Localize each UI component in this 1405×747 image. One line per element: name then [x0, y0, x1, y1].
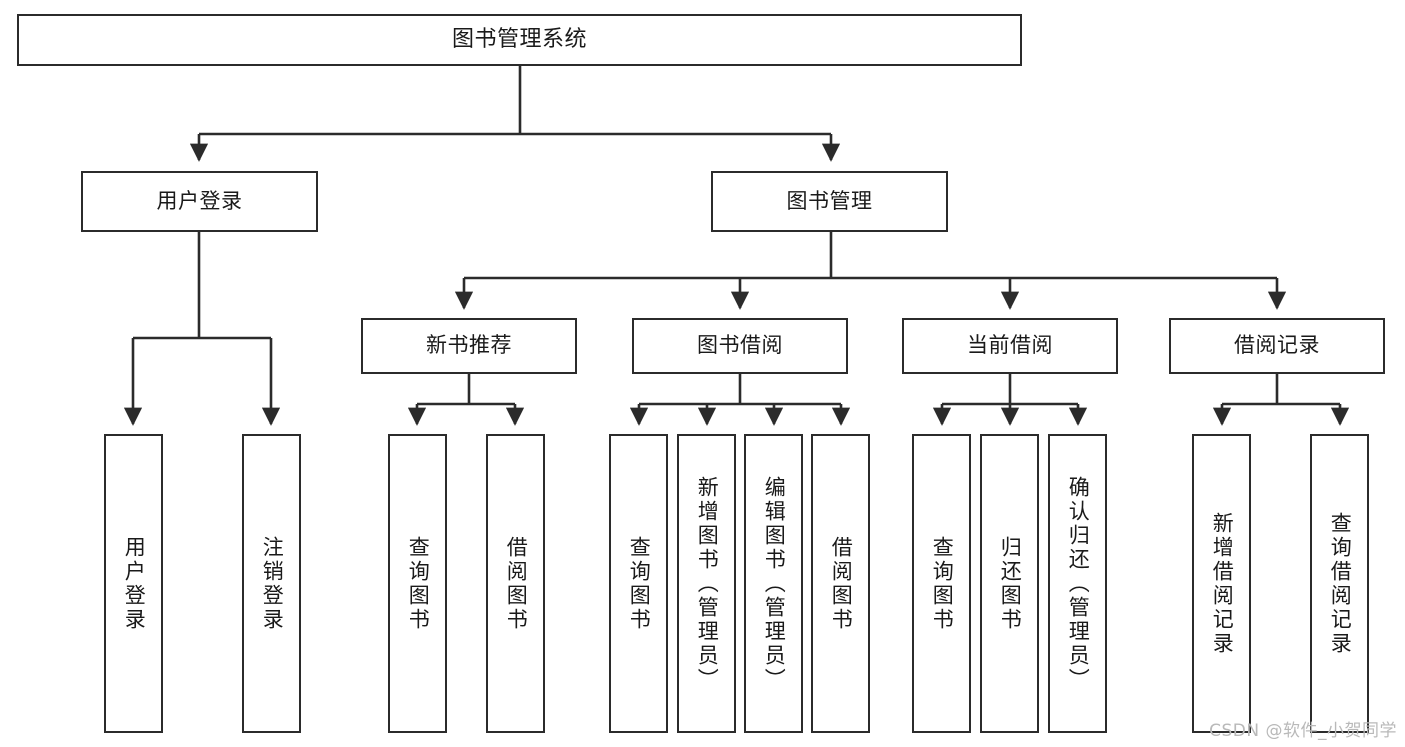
node-label: 查询借阅记录	[1328, 511, 1353, 656]
node-borrow-record[interactable]: 借阅记录	[1169, 318, 1385, 374]
node-current-borrow[interactable]: 当前借阅	[902, 318, 1118, 374]
node-label: 注销登录	[260, 535, 285, 632]
node-label: 归还图书	[998, 535, 1023, 632]
node-leaf-user-login[interactable]: 用户登录	[104, 434, 163, 733]
node-leaf-borrow-book-1[interactable]: 借阅图书	[486, 434, 545, 733]
node-label: 当前借阅	[967, 333, 1053, 358]
node-leaf-borrow-book-2[interactable]: 借阅图书	[811, 434, 870, 733]
node-label: 图书管理系统	[451, 26, 587, 52]
node-label: 新书推荐	[426, 333, 512, 358]
node-leaf-query-book-2[interactable]: 查询图书	[609, 434, 668, 733]
node-book-manage[interactable]: 图书管理	[711, 171, 948, 232]
node-book-borrow[interactable]: 图书借阅	[632, 318, 848, 374]
node-label: 新增图书（管理员）	[695, 475, 720, 692]
node-leaf-add-book[interactable]: 新增图书（管理员）	[677, 434, 736, 733]
node-leaf-query-record[interactable]: 查询借阅记录	[1310, 434, 1369, 733]
node-leaf-confirm-return[interactable]: 确认归还（管理员）	[1048, 434, 1107, 733]
node-label: 借阅图书	[504, 535, 529, 632]
node-label: 用户登录	[122, 535, 147, 632]
node-label: 查询图书	[930, 535, 955, 632]
node-leaf-add-record[interactable]: 新增借阅记录	[1192, 434, 1251, 733]
node-root-system[interactable]: 图书管理系统	[17, 14, 1022, 66]
node-label: 新增借阅记录	[1210, 511, 1235, 656]
node-leaf-edit-book[interactable]: 编辑图书（管理员）	[744, 434, 803, 733]
node-leaf-query-book-3[interactable]: 查询图书	[912, 434, 971, 733]
node-label: 查询图书	[406, 535, 431, 632]
node-label: 查询图书	[627, 535, 652, 632]
node-label: 借阅记录	[1234, 333, 1320, 358]
csdn-watermark: CSDN @软件_小贺同学	[1209, 721, 1397, 741]
node-leaf-logout[interactable]: 注销登录	[242, 434, 301, 733]
node-leaf-query-book-1[interactable]: 查询图书	[388, 434, 447, 733]
node-new-book-recommend[interactable]: 新书推荐	[361, 318, 577, 374]
node-label: 编辑图书（管理员）	[762, 475, 787, 692]
node-leaf-return-book[interactable]: 归还图书	[980, 434, 1039, 733]
node-label: 用户登录	[156, 188, 243, 213]
node-label: 借阅图书	[829, 535, 854, 632]
node-label: 确认归还（管理员）	[1066, 475, 1091, 692]
node-label: 图书借阅	[697, 333, 783, 358]
node-user-login[interactable]: 用户登录	[81, 171, 318, 232]
node-label: 图书管理	[786, 188, 873, 213]
